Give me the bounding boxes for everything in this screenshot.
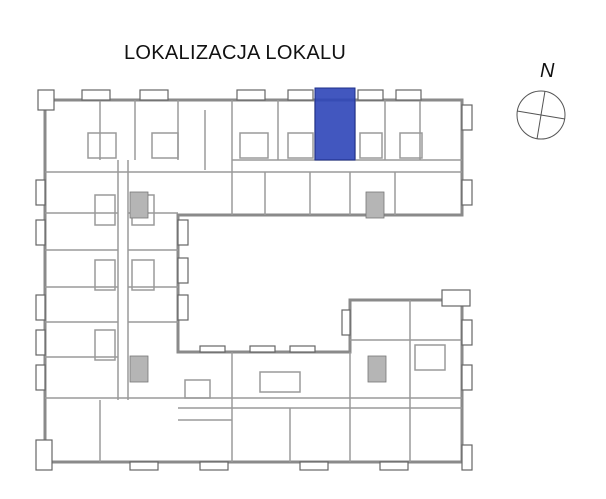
compass-icon (516, 90, 566, 140)
balconies (35, 89, 473, 471)
stairwells (129, 191, 387, 383)
north-label: N (540, 60, 555, 82)
interior-walls (45, 100, 462, 462)
highlighted-unit[interactable] (314, 87, 356, 161)
plan-title: LOKALIZACJA LOKALU (124, 42, 347, 64)
